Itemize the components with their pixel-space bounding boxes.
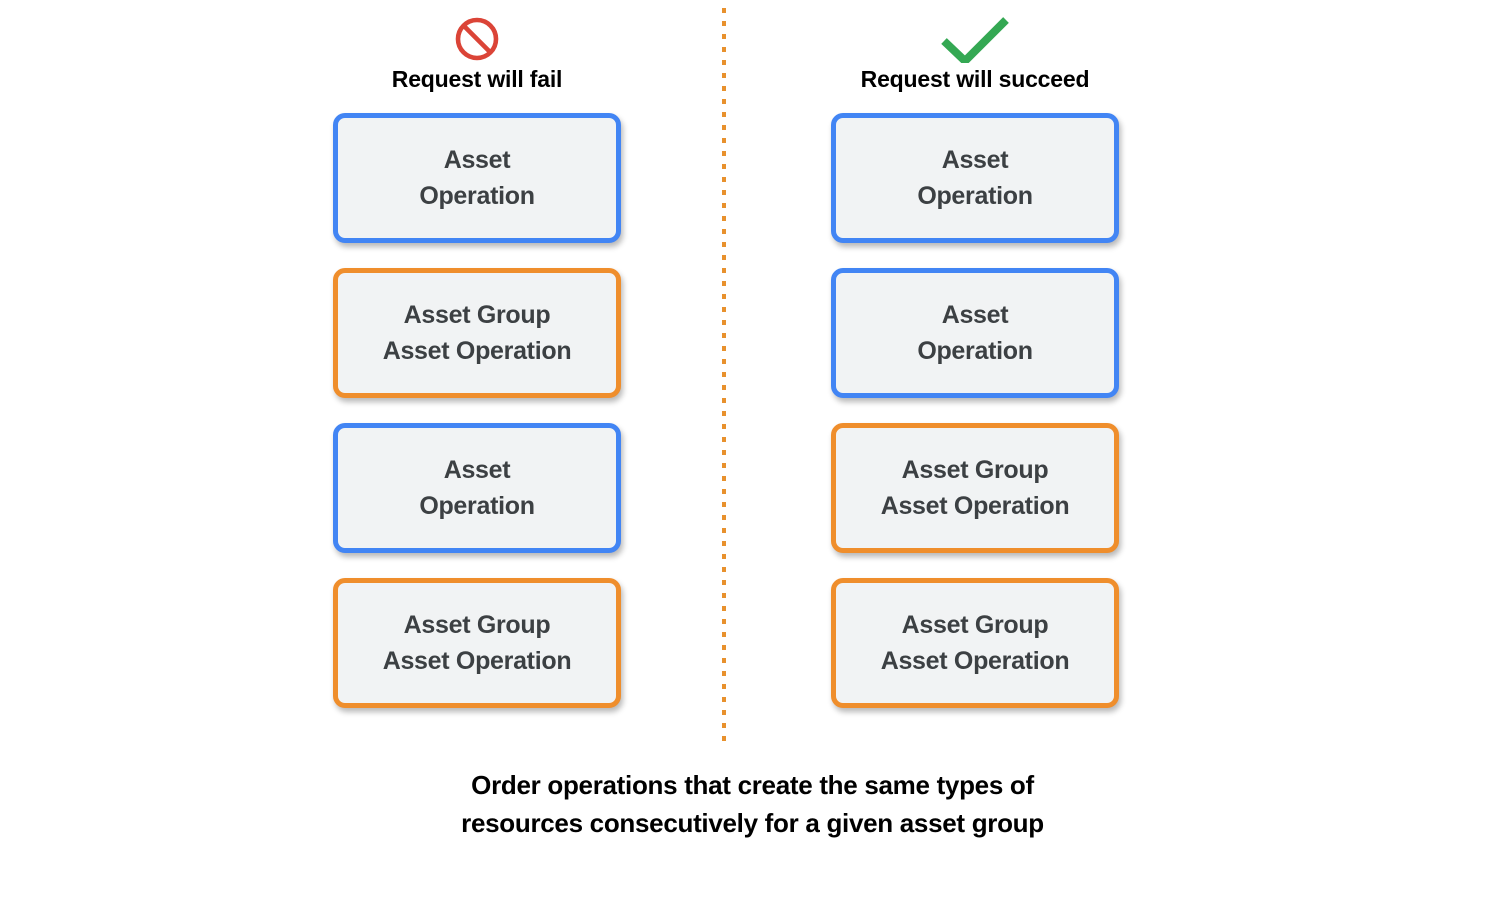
column-header-fail: Request will fail: [297, 14, 657, 93]
prohibition-icon: [453, 14, 501, 64]
operation-box-line-2: Asset Operation: [382, 647, 572, 675]
operation-box[interactable]: Asset Operation: [333, 423, 621, 553]
operation-box-line-1: Asset Group: [901, 456, 1049, 484]
diagram-caption: Order operations that create the same ty…: [0, 766, 1505, 842]
operation-box-line-2: Operation: [419, 492, 535, 520]
operation-box-line-2: Operation: [917, 337, 1033, 365]
operation-box-line-1: Asset Group: [403, 611, 551, 639]
check-icon: [937, 14, 1013, 64]
operation-stack-succeed: Asset Operation Asset Operation Asset Gr…: [831, 113, 1119, 733]
operation-box-line-1: Asset: [443, 146, 511, 174]
operation-box-line-2: Operation: [917, 182, 1033, 210]
column-divider: [722, 8, 726, 741]
operation-box[interactable]: Asset Group Asset Operation: [333, 578, 621, 708]
operation-box[interactable]: Asset Operation: [831, 268, 1119, 398]
operation-box-line-1: Asset: [941, 146, 1009, 174]
column-label-fail: Request will fail: [391, 66, 563, 92]
operation-box-line-1: Asset Group: [901, 611, 1049, 639]
operation-box-line-2: Operation: [419, 182, 535, 210]
operation-box-line-1: Asset Group: [403, 301, 551, 329]
operation-box[interactable]: Asset Operation: [333, 113, 621, 243]
operation-box-line-1: Asset: [443, 456, 511, 484]
operation-box-line-2: Asset Operation: [880, 492, 1070, 520]
operation-box[interactable]: Asset Operation: [831, 113, 1119, 243]
caption-line-2: resources consecutively for a given asse…: [461, 808, 1044, 838]
operation-box[interactable]: Asset Group Asset Operation: [831, 423, 1119, 553]
column-header-succeed: Request will succeed: [795, 14, 1155, 93]
column-label-succeed: Request will succeed: [860, 66, 1090, 92]
operation-box-line-1: Asset: [941, 301, 1009, 329]
operation-box[interactable]: Asset Group Asset Operation: [333, 268, 621, 398]
operation-box-line-2: Asset Operation: [382, 337, 572, 365]
operation-box-line-2: Asset Operation: [880, 647, 1070, 675]
operation-stack-fail: Asset Operation Asset Group Asset Operat…: [333, 113, 621, 733]
operation-box[interactable]: Asset Group Asset Operation: [831, 578, 1119, 708]
caption-line-1: Order operations that create the same ty…: [471, 770, 1034, 800]
